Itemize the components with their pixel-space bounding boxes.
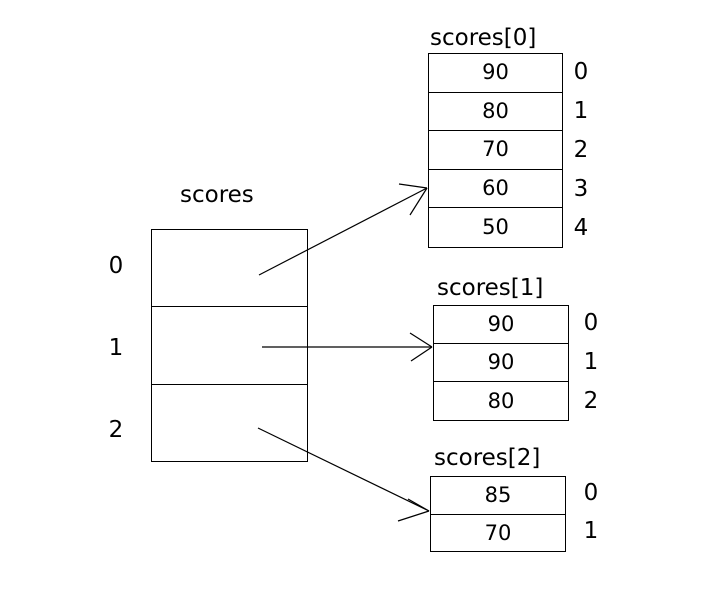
inner-array-0-cell-3[interactable]: 60 — [429, 170, 562, 209]
inner-array-1-cell-1[interactable]: 90 — [434, 344, 568, 383]
inner-array-1-box[interactable]: 90 90 80 — [433, 305, 569, 421]
outer-array-cell-1[interactable] — [152, 307, 307, 385]
outer-array-box[interactable] — [151, 229, 308, 462]
outer-array-title: scores — [180, 182, 254, 208]
inner-array-1-index-0: 0 — [583, 310, 599, 336]
inner-array-1-cell-2[interactable]: 80 — [487, 388, 515, 413]
inner-array-0-cell-0[interactable]: 90 — [429, 54, 562, 93]
inner-array-0-cell-4[interactable]: 50 — [482, 215, 509, 240]
inner-array-0-index-4: 4 — [573, 215, 589, 241]
outer-array-index-0: 0 — [108, 253, 124, 279]
inner-array-1-index-2: 2 — [583, 388, 599, 414]
outer-array-cell-0[interactable] — [152, 230, 307, 308]
inner-array-2-index-1: 1 — [583, 518, 599, 544]
inner-array-0-index-1: 1 — [573, 98, 589, 124]
inner-array-0-title: scores[0] — [430, 25, 537, 51]
outer-array-index-1: 1 — [108, 335, 124, 361]
outer-array-index-2: 2 — [108, 417, 124, 443]
inner-array-1-cell-0[interactable]: 90 — [434, 306, 568, 345]
inner-array-0-index-3: 3 — [573, 176, 589, 202]
inner-array-2-cell-0[interactable]: 85 — [431, 477, 565, 515]
outer-array-cell-2[interactable] — [152, 385, 307, 462]
inner-array-0-box[interactable]: 90 80 70 60 50 — [428, 53, 563, 248]
inner-array-0-cell-2[interactable]: 70 — [429, 131, 562, 170]
inner-array-0-index-0: 0 — [573, 59, 589, 85]
inner-array-1-index-1: 1 — [583, 349, 599, 375]
inner-array-2-title: scores[2] — [434, 445, 541, 471]
inner-array-2-cell-1[interactable]: 70 — [484, 520, 512, 545]
inner-array-2-index-0: 0 — [583, 480, 599, 506]
inner-array-1-title: scores[1] — [437, 275, 544, 301]
inner-array-0-cell-1[interactable]: 80 — [429, 93, 562, 132]
inner-array-2-box[interactable]: 85 70 — [430, 476, 566, 552]
inner-array-0-index-2: 2 — [573, 137, 589, 163]
